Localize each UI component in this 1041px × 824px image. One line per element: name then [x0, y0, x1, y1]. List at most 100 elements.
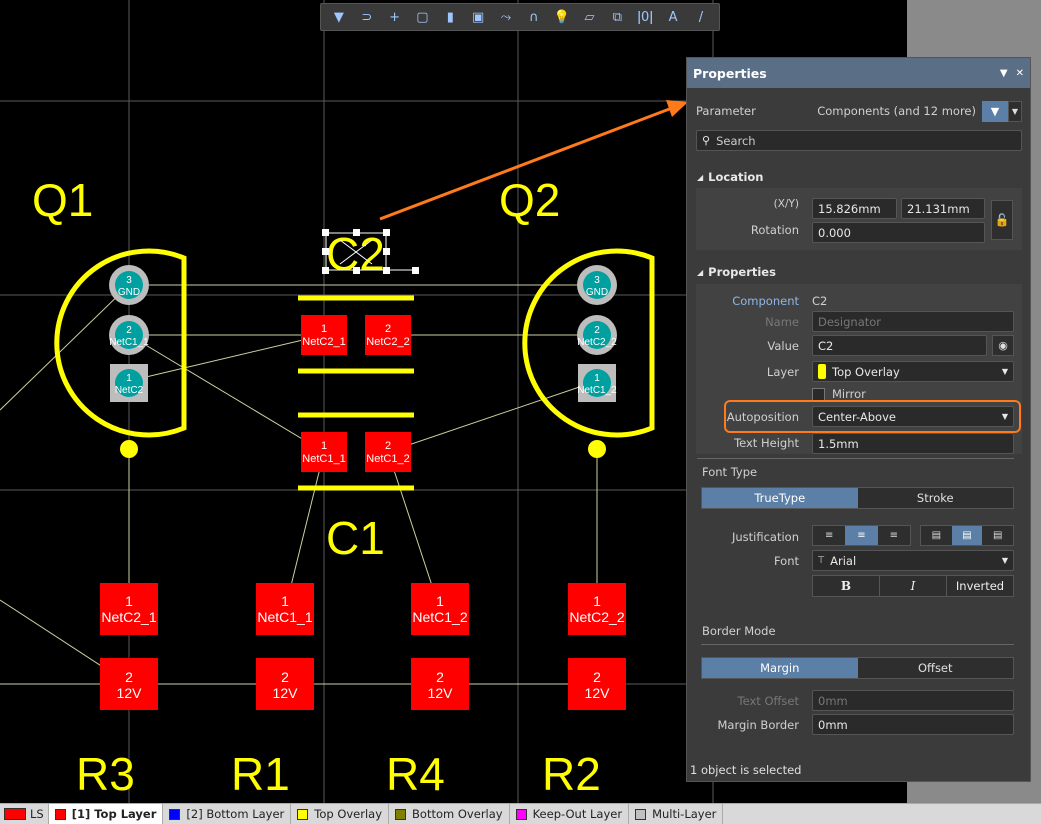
- panel-menu-icon[interactable]: ▼: [999, 67, 1008, 79]
- align-left-button[interactable]: ≡: [813, 526, 846, 545]
- location-section-header[interactable]: ◢ Location: [697, 170, 764, 184]
- align-right-icon: ≡: [889, 530, 899, 541]
- x-field[interactable]: 15.826mm: [812, 198, 897, 219]
- align-top-button[interactable]: ▤: [921, 526, 952, 545]
- margin-border-field[interactable]: 0mm: [812, 714, 1014, 735]
- select-rect-icon[interactable]: ▢: [416, 9, 429, 25]
- chart-icon[interactable]: ▮: [446, 9, 454, 25]
- layer-tab[interactable]: Multi-Layer: [629, 803, 724, 824]
- designator-c1[interactable]: C1: [326, 512, 385, 564]
- layer-tab[interactable]: Top Overlay: [291, 803, 390, 824]
- align-middle-button[interactable]: ▤: [951, 526, 983, 545]
- italic-button[interactable]: I: [880, 576, 947, 596]
- highlight-icon[interactable]: 💡: [553, 9, 570, 25]
- layer-tab[interactable]: Keep-Out Layer: [510, 803, 630, 824]
- smd-pad[interactable]: [256, 658, 314, 710]
- arc-icon[interactable]: ∩: [529, 9, 539, 25]
- net-icon[interactable]: ⤳: [500, 9, 512, 25]
- layer-set-button[interactable]: LS: [0, 803, 49, 824]
- layer-set-swatch: [4, 808, 26, 820]
- line-icon[interactable]: /: [698, 9, 704, 25]
- font-type-truetype-button[interactable]: TrueType: [702, 488, 858, 508]
- align-right-button[interactable]: ≡: [877, 526, 910, 545]
- autoposition-select-value: Center-Above: [818, 409, 896, 424]
- text-string-icon[interactable]: ǀ0ǀ: [637, 9, 654, 25]
- inverted-button[interactable]: Inverted: [947, 576, 1013, 596]
- mirror-checkbox[interactable]: [812, 387, 825, 401]
- font-type-stroke-button[interactable]: Stroke: [857, 488, 1013, 508]
- callout-arrow: [379, 100, 688, 221]
- border-mode-label: Border Mode: [702, 624, 776, 638]
- smd-pad[interactable]: [365, 315, 411, 355]
- filter-button[interactable]: ▼: [982, 100, 1008, 122]
- margin-mode-button[interactable]: Margin: [702, 658, 858, 678]
- mirror-label: Mirror: [832, 387, 866, 401]
- designator-r2[interactable]: R2: [542, 748, 601, 800]
- layer-select[interactable]: Top Overlay ▼: [812, 361, 1014, 382]
- route-icon[interactable]: ⊃: [361, 9, 373, 25]
- smd-pad[interactable]: [100, 658, 158, 710]
- filter-dropdown-button[interactable]: ▼: [1008, 100, 1022, 122]
- filter-summary[interactable]: Components (and 12 more): [817, 104, 976, 118]
- designator-r1[interactable]: R1: [231, 748, 290, 800]
- layers-icon[interactable]: ▱: [584, 9, 595, 25]
- smd-pad[interactable]: [568, 658, 626, 710]
- layer-tab[interactable]: [1] Top Layer: [48, 803, 164, 824]
- text-height-field[interactable]: 1.5mm: [812, 433, 1014, 454]
- smd-pad[interactable]: [301, 315, 347, 355]
- c2-selection-handles[interactable]: [322, 229, 419, 274]
- measure-icon[interactable]: ⧉: [612, 9, 622, 25]
- y-field[interactable]: 21.131mm: [901, 198, 985, 219]
- layer-color-swatch: [169, 808, 181, 820]
- text-icon[interactable]: A: [668, 9, 678, 25]
- smd-pad[interactable]: [365, 432, 411, 472]
- search-input[interactable]: ⚲ Search: [696, 130, 1022, 151]
- designator-r4[interactable]: R4: [386, 748, 445, 800]
- visibility-toggle[interactable]: ◉: [992, 335, 1014, 356]
- smd-pad[interactable]: [568, 583, 626, 635]
- smd-pad[interactable]: [411, 658, 469, 710]
- designator-q2[interactable]: Q2: [499, 174, 560, 226]
- justification-label: Justification: [731, 530, 799, 544]
- align-bottom-button[interactable]: ▤: [982, 526, 1014, 545]
- filter-icon[interactable]: ▼: [333, 9, 344, 25]
- ratsnest-line: [387, 380, 598, 453]
- smd-pad[interactable]: [301, 432, 347, 472]
- font-label: Font: [773, 554, 799, 568]
- lock-button[interactable]: 🔓: [991, 200, 1013, 240]
- eye-icon: ◉: [998, 339, 1008, 352]
- close-icon[interactable]: ✕: [1015, 67, 1024, 79]
- align-center-button[interactable]: ≡: [845, 526, 878, 545]
- layer-color-swatch: [395, 808, 407, 820]
- smd-pad[interactable]: [100, 583, 158, 635]
- bold-button[interactable]: B: [813, 576, 880, 596]
- rotation-field[interactable]: 0.000: [812, 222, 985, 243]
- component-icon[interactable]: ▣: [471, 9, 485, 25]
- pad-hole: [115, 369, 143, 397]
- autoposition-highlight: [724, 400, 1021, 433]
- add-icon[interactable]: +: [389, 9, 401, 25]
- properties-section-header[interactable]: ◢ Properties: [697, 265, 776, 279]
- offset-mode-button[interactable]: Offset: [857, 658, 1013, 678]
- collapse-icon: ◢: [697, 267, 704, 277]
- layer-tab[interactable]: [2] Bottom Layer: [163, 803, 292, 824]
- horizontal-justification: ≡ ≡ ≡: [812, 525, 911, 546]
- smd-pad[interactable]: [411, 583, 469, 635]
- autoposition-select[interactable]: Center-Above ▼: [812, 406, 1014, 427]
- designator-r3[interactable]: R3: [76, 748, 135, 800]
- designator-q1[interactable]: Q1: [32, 174, 93, 226]
- value-field[interactable]: C2: [812, 335, 987, 356]
- layer-color-swatch: [54, 808, 66, 820]
- q2-outline: [522, 248, 655, 438]
- layer-tab[interactable]: Bottom Overlay: [389, 803, 510, 824]
- layer-tab-label: Keep-Out Layer: [532, 807, 623, 821]
- smd-pad[interactable]: [256, 583, 314, 635]
- font-select[interactable]: T Arial ▼: [812, 550, 1014, 571]
